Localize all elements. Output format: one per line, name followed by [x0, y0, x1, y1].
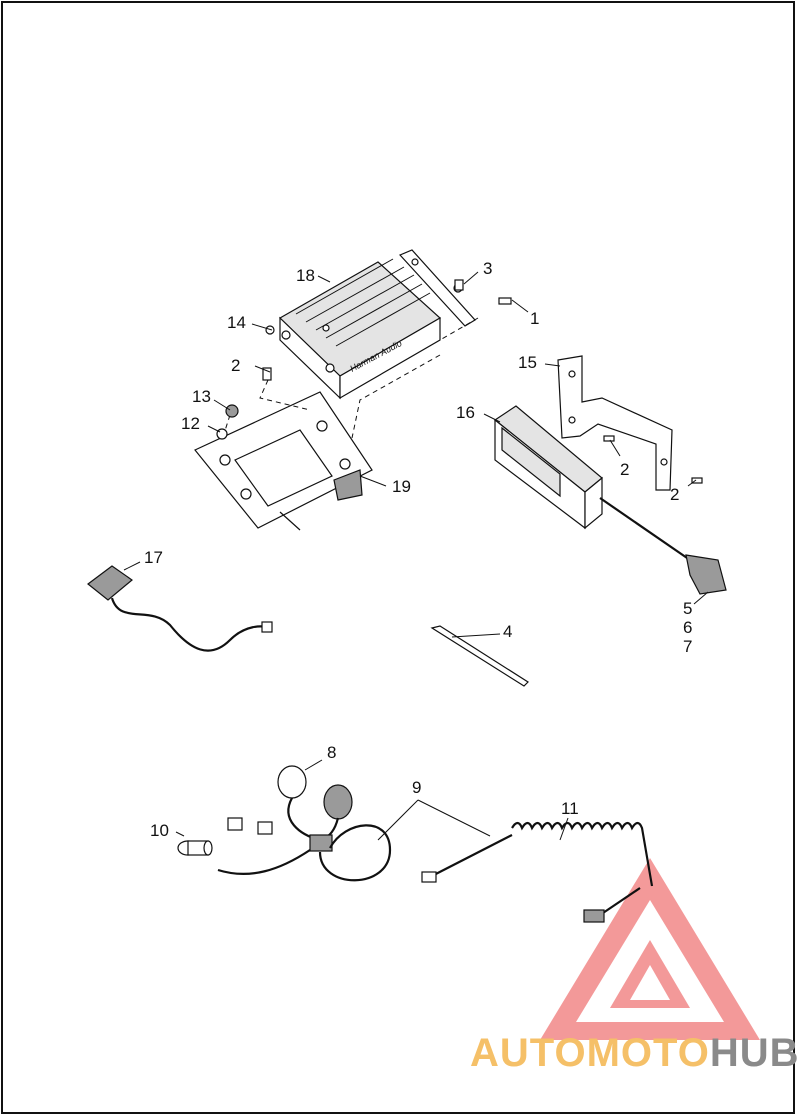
callout-4: 4: [503, 622, 512, 641]
callout-16: 16: [456, 403, 475, 422]
part-16-control-module: [493, 405, 727, 595]
part-10-connector-plug: [177, 840, 213, 856]
callout-13: 13: [192, 387, 211, 406]
svg-text:AUTOMOTOHUB: AUTOMOTOHUB: [470, 1031, 800, 1075]
callout-11: 11: [561, 799, 579, 818]
part-15-module-bracket: [557, 355, 673, 491]
callout-7: 7: [683, 637, 692, 656]
callout-18: 18: [296, 266, 315, 285]
callout-19: 19: [392, 477, 411, 496]
part-8-headset-speakers: [227, 765, 353, 852]
callout-15: 15: [518, 353, 537, 372]
watermark-auto: AUTO: [470, 1031, 587, 1075]
part-4-cable-tie: [430, 625, 529, 687]
part-9-headset-cable: [217, 824, 513, 883]
callout-1: 1: [530, 309, 539, 328]
callout-leaders: [123, 271, 709, 841]
callout-2: 2: [231, 356, 240, 375]
callout-9: 9: [412, 778, 421, 797]
part-18-amplifier-module: Harman Audio: [279, 258, 442, 400]
watermark-text: AUTOMOTOHUB: [470, 1031, 800, 1075]
callout-12: 12: [181, 414, 200, 433]
callout-3: 3: [483, 259, 492, 278]
callout-14: 14: [227, 313, 246, 332]
callout-2: 2: [620, 460, 629, 479]
callout-10: 10: [150, 821, 169, 840]
callout-2: 2: [670, 485, 679, 504]
watermark-moto: MOTO: [587, 1031, 710, 1075]
watermark-hub: HUB: [710, 1031, 800, 1075]
part-11-coiled-cord: [511, 821, 654, 923]
callout-5: 5: [683, 599, 692, 618]
fasteners: [216, 279, 703, 484]
callout-6: 6: [683, 618, 692, 637]
part-17-gps-antenna: [87, 565, 273, 652]
watermark-logo: [540, 858, 760, 1040]
callout-17: 17: [144, 548, 163, 567]
callout-8: 8: [327, 743, 336, 762]
part-19-mounting-tray: [194, 391, 373, 531]
